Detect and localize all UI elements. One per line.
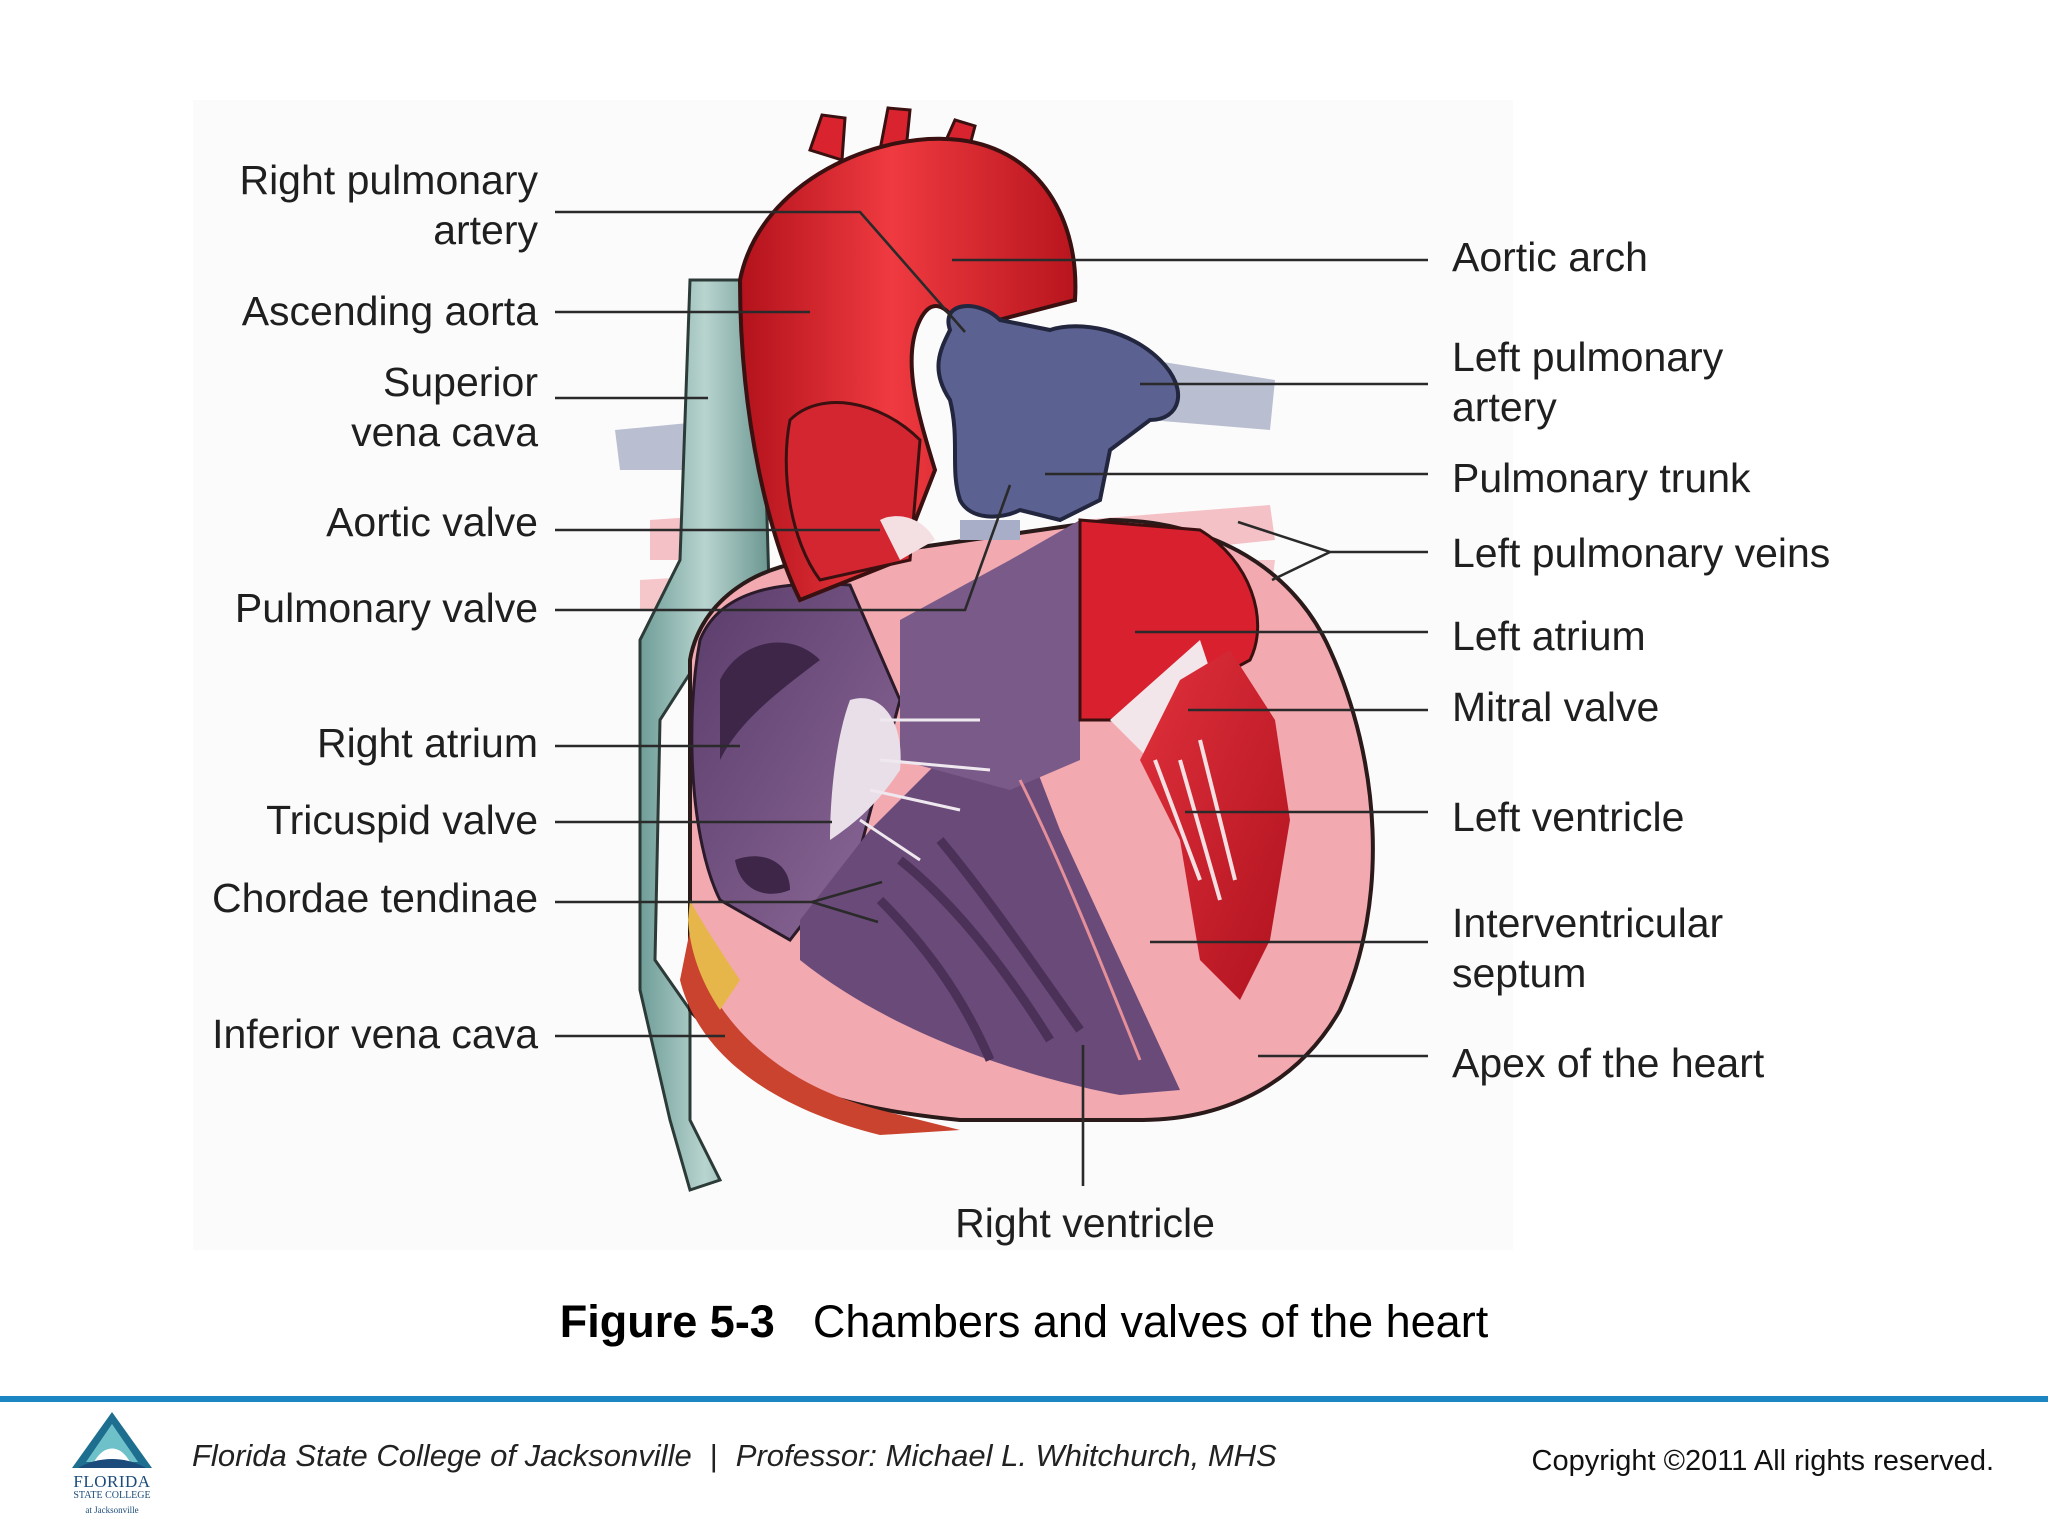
label-interventricular-septum: Interventricular septum bbox=[1452, 900, 1724, 996]
footer-divider bbox=[0, 1396, 2048, 1402]
label-pulmonary-trunk: Pulmonary trunk bbox=[1452, 455, 1751, 501]
footer-professor: Professor: Michael L. Whitchurch, MHS bbox=[735, 1438, 1277, 1473]
footer-copyright: Copyright ©2011 All rights reserved. bbox=[1531, 1445, 1995, 1477]
figure-caption: Figure 5-3 Chambers and valves of the hea… bbox=[0, 1296, 2048, 1348]
label-inferior-vena-cava: Inferior vena cava bbox=[212, 1011, 538, 1057]
tricuspid-valve-shape bbox=[830, 698, 901, 840]
left-ventricle-shape bbox=[1140, 650, 1290, 1000]
label-ascending-aorta: Ascending aorta bbox=[241, 288, 538, 334]
logo-text-state-college: STATE COLLEGE bbox=[73, 1490, 151, 1501]
label-apex-of-the-heart: Apex of the heart bbox=[1452, 1040, 1765, 1086]
college-logo-icon bbox=[72, 1412, 152, 1468]
figure-number: Figure 5-3 bbox=[559, 1296, 775, 1347]
label-chordae-tendinae: Chordae tendinae bbox=[212, 875, 538, 921]
mitral-valve-shape bbox=[1110, 640, 1210, 760]
label-left-ventricle: Left ventricle bbox=[1452, 794, 1685, 840]
figure-title: Chambers and valves of the heart bbox=[812, 1296, 1489, 1347]
label-left-pulmonary-veins: Left pulmonary veins bbox=[1452, 530, 1831, 576]
label-aortic-valve: Aortic valve bbox=[326, 499, 538, 545]
label-right-ventricle: Right ventricle bbox=[955, 1200, 1215, 1246]
label-right-atrium: Right atrium bbox=[316, 720, 538, 766]
footer-separator: | bbox=[709, 1438, 718, 1473]
label-left-pulmonary-artery: Left pulmonary artery bbox=[1452, 334, 1724, 430]
label-mitral-valve: Mitral valve bbox=[1452, 684, 1660, 730]
label-right-pulmonary-artery: Right pulmonary artery bbox=[239, 157, 538, 253]
leader-lines bbox=[555, 210, 1428, 1186]
label-pulmonary-valve: Pulmonary valve bbox=[234, 585, 538, 631]
logo-text-jacksonville: at Jacksonville bbox=[85, 1505, 139, 1515]
pulmonary-trunk-shape bbox=[936, 304, 1180, 523]
footer-institution: Florida State College of Jacksonville bbox=[192, 1438, 692, 1473]
label-aortic-arch: Aortic arch bbox=[1452, 234, 1648, 280]
label-superior-vena-cava: Superior vena cava bbox=[351, 359, 538, 455]
footer-credit: Florida State College of Jacksonville | Pr… bbox=[192, 1438, 1277, 1474]
label-tricuspid-valve: Tricuspid valve bbox=[266, 797, 538, 843]
label-left-atrium: Left atrium bbox=[1452, 613, 1646, 659]
logo-text-florida: FLORIDA bbox=[73, 1472, 151, 1491]
